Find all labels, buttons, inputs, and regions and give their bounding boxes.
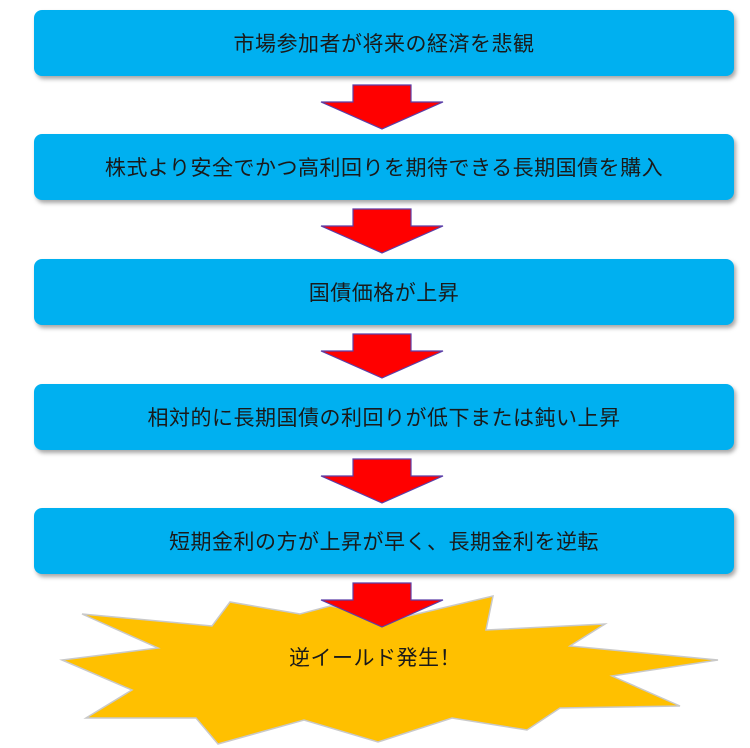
down-arrow-icon [320,84,444,130]
flow-step-1-label: 市場参加者が将来の経済を悲観 [233,32,535,56]
down-arrow-icon [320,333,444,379]
flow-step-3-label: 国債価格が上昇 [308,281,460,305]
result-label: 逆イールド発生！ [289,646,461,670]
flow-step-3: 国債価格が上昇 [34,259,734,325]
flow-step-5: 短期金利の方が上昇が早く、長期金利を逆転 [34,508,734,574]
down-arrow-icon [320,582,444,628]
flow-step-4: 相対的に長期国債の利回りが低下または鈍い上昇 [34,384,734,450]
flow-step-5-label: 短期金利の方が上昇が早く、長期金利を逆転 [169,530,599,554]
down-arrow-icon [320,208,444,254]
down-arrow-icon [320,458,444,504]
flow-step-4-label: 相対的に長期国債の利回りが低下または鈍い上昇 [147,406,621,430]
flow-step-1: 市場参加者が将来の経済を悲観 [34,10,734,76]
flow-step-2: 株式より安全でかつ高利回りを期待できる長期国債を購入 [34,134,734,200]
flow-step-2-label: 株式より安全でかつ高利回りを期待できる長期国債を購入 [104,156,664,180]
